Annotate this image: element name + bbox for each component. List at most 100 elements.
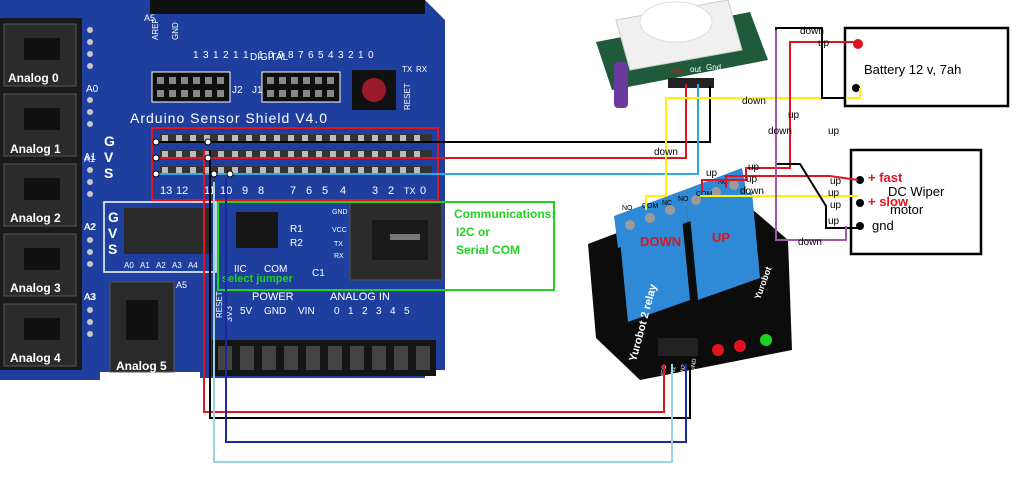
iic-label: IIC — [234, 264, 247, 275]
comm-line1: I2C or — [456, 225, 490, 239]
analog-tab-3: Analog 3 — [10, 281, 61, 295]
hdr-num: 1 — [193, 50, 199, 61]
pin-num: 4 — [340, 185, 346, 197]
arduino-sensor-shield: Analog 0 Analog 1 Analog 2 Analog 3 Anal… — [0, 0, 445, 380]
wire-red-fast — [725, 175, 859, 188]
wire-labels: down up down up down up up up up down up… — [654, 26, 842, 248]
pir-out-label: out — [690, 65, 702, 74]
connector-slot — [126, 300, 158, 340]
gnd-label: GND — [171, 22, 180, 40]
pin-num: 2 — [388, 185, 394, 197]
relay-module: DOWN UP NO COM NC NO COM NC Yurobot 2 re… — [588, 168, 792, 380]
hdr-num: 3 — [203, 50, 209, 61]
term-nc-1: NC — [662, 200, 672, 207]
board-name: Arduino Sensor Shield V4.0 — [130, 110, 328, 126]
a3-row: A3 — [84, 292, 95, 302]
analog-gvs-pins — [124, 208, 212, 254]
gvs-s: S — [104, 165, 113, 181]
wire-label: down — [800, 26, 824, 37]
pin-in2: IN2 — [680, 363, 688, 374]
connector-slot — [24, 178, 60, 200]
motor-line1: DC Wiper — [888, 184, 945, 199]
connector-latch — [390, 234, 420, 240]
power-gnd: GND — [264, 306, 286, 317]
power-5v: 5V — [240, 306, 253, 317]
reset-button[interactable] — [362, 78, 386, 102]
pin-num: 0 — [420, 185, 426, 197]
j2-label: J2 — [232, 85, 243, 96]
ain-4: 4 — [390, 306, 396, 317]
relay-terminal-labels: NO COM NC NO COM NC — [622, 179, 728, 212]
relay-down-body — [620, 218, 690, 322]
hdr-num: 6 — [308, 50, 314, 61]
motor-fast-terminal — [856, 176, 864, 184]
wire-black-down — [775, 27, 846, 164]
motor-line2: motor — [890, 202, 924, 217]
left-label-a0: A0 — [86, 84, 99, 95]
v33-label: 3V3 — [224, 306, 234, 322]
a-row-a5: A5 — [144, 13, 155, 23]
pin-gnd: GND — [690, 358, 698, 373]
pin-in1: IN1 — [670, 365, 678, 376]
ain-1: 1 — [348, 306, 354, 317]
relay-up-label: UP — [712, 230, 730, 245]
wire-label: up — [746, 174, 758, 185]
connector-slot — [24, 108, 60, 130]
pin-num: 3 — [372, 185, 378, 197]
digital-pin-grid — [160, 134, 432, 174]
j1-label: J1 — [252, 85, 263, 96]
wire-label: up — [828, 216, 840, 227]
ain-3: 3 — [376, 306, 382, 317]
pir-capacitor — [614, 62, 628, 108]
hdr-num: 1 — [358, 50, 364, 61]
term-com-1: COM — [642, 203, 659, 210]
wire-label: down — [742, 96, 766, 107]
motor-slow-terminal — [856, 199, 864, 207]
pir-pin-header — [668, 78, 714, 88]
hdr-num: 0 — [268, 50, 274, 61]
j2-header — [151, 71, 231, 103]
jumper-note: select jumper — [222, 273, 294, 285]
wire-lightblue-in2 — [213, 182, 673, 463]
motor-gnd: gnd — [872, 218, 894, 233]
digital-pins — [162, 135, 420, 173]
hdr-num: 8 — [288, 50, 294, 61]
left-label-a2: A2 — [84, 222, 97, 233]
wire-label: down — [798, 237, 822, 248]
com-label: COM — [264, 264, 287, 275]
wire-junctions — [152, 138, 234, 178]
wire-label: down — [768, 126, 792, 137]
battery: Battery 12 v, 7ah — [843, 26, 1010, 108]
connector-slot — [24, 38, 60, 60]
battery-box — [843, 26, 1010, 108]
power-label: POWER — [252, 291, 294, 303]
wire-label: up — [828, 188, 840, 199]
j1-header — [261, 71, 341, 103]
wire-pir-5v — [157, 84, 687, 159]
analog-tab-2: Analog 2 — [10, 211, 61, 225]
wire-label: up — [788, 110, 800, 121]
motor-box — [849, 148, 983, 256]
comm-jumper-block[interactable] — [236, 212, 278, 248]
ba-a4: A4 — [188, 261, 198, 270]
hdr-num: 4 — [328, 50, 334, 61]
bottom-header-pins — [218, 346, 430, 370]
reset-label: RESET — [403, 83, 412, 110]
pin-num: 6 — [306, 185, 312, 197]
wire-black-gnd — [776, 163, 858, 229]
term-no-1: NO — [622, 205, 633, 212]
relay-led-2 — [734, 340, 746, 352]
aref-label: AREF — [151, 19, 160, 40]
pir-dome — [639, 1, 713, 43]
analog-tab-5: Analog 5 — [116, 359, 167, 373]
ba-a0: A0 — [124, 261, 134, 270]
battery-plus-terminal — [853, 39, 863, 49]
hdr-num: 1 — [233, 50, 239, 61]
wire-label: up — [830, 200, 842, 211]
ba-a1: A1 — [140, 261, 150, 270]
hdr-num: 0 — [368, 50, 374, 61]
bt-vcc: VCC — [332, 227, 347, 234]
analog-tab-0: Analog 0 — [8, 71, 59, 85]
communications-box — [217, 201, 555, 291]
power-vin: VIN — [298, 306, 315, 317]
